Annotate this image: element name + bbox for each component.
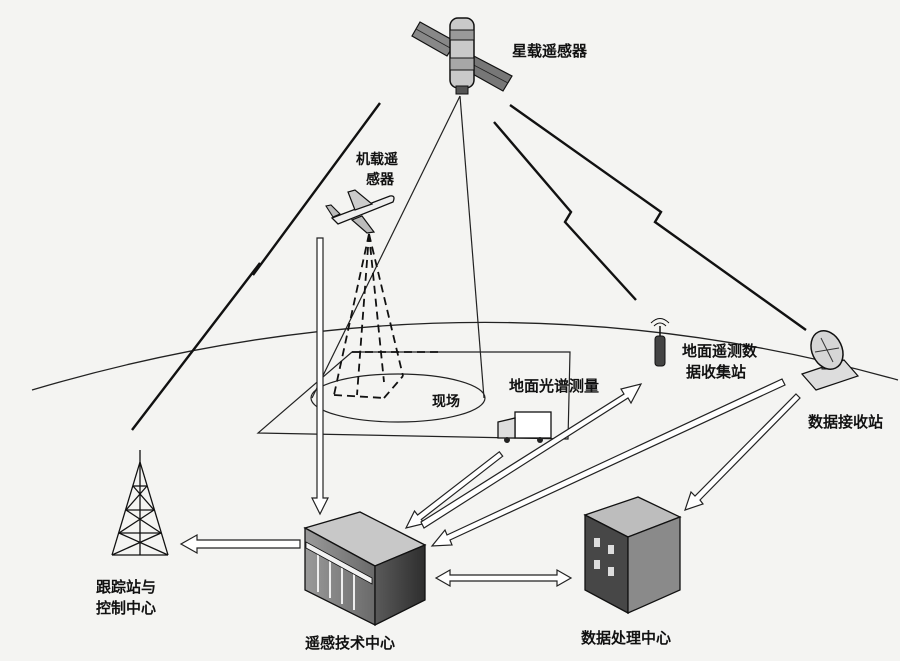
satellite-icon bbox=[411, 17, 513, 95]
link-satellite-to-telemetry-station bbox=[493, 121, 637, 301]
tracking-tower-icon bbox=[111, 450, 169, 556]
site-label: 现场 bbox=[432, 394, 460, 410]
rs-center-building-icon bbox=[303, 511, 427, 627]
aircraft-sensor-label-line2: 感器 bbox=[366, 172, 394, 188]
rs-center-label: 遥感技术中心 bbox=[305, 634, 396, 652]
telemetry-station-label-line2: 据收集站 bbox=[686, 363, 747, 381]
ground-spectral-label: 地面光谱测量 bbox=[509, 377, 600, 395]
telemetry-antenna-icon bbox=[650, 318, 670, 367]
aircraft-sensing-beam bbox=[333, 233, 440, 399]
processing-center-label: 数据处理中心 bbox=[581, 629, 672, 647]
aircraft-sensor-label-line1: 机载遥 bbox=[356, 152, 398, 168]
data-flow-arrows bbox=[179, 237, 801, 588]
satellite-coverage-cone bbox=[310, 95, 486, 423]
processing-center-building-icon bbox=[583, 496, 682, 615]
satellite-dish-icon bbox=[800, 330, 860, 391]
receiving-station-label: 数据接收站 bbox=[808, 413, 884, 431]
arrow-receiving-station-to-rs-center bbox=[430, 378, 786, 547]
tracking-station-label-line1: 跟踪站与 bbox=[96, 578, 157, 596]
truck-icon bbox=[497, 411, 552, 443]
radio-links bbox=[131, 102, 807, 431]
tracking-station-label-line2: 控制中心 bbox=[96, 599, 157, 617]
arrow-ground-spectral-to-rs-center bbox=[404, 450, 504, 529]
telemetry-station-label-line1: 地面遥测数 bbox=[682, 342, 758, 360]
earth-horizon bbox=[31, 321, 899, 391]
aircraft-icon bbox=[325, 189, 395, 234]
arrow-aircraft-to-rs-center bbox=[311, 237, 329, 516]
arrow-rs-center-to-tracking-station bbox=[179, 533, 301, 555]
link-satellite-to-receiving-station bbox=[509, 104, 807, 331]
satellite-sensor-label: 星载遥感器 bbox=[512, 42, 588, 60]
arrow-rs-center-processing-center-bidirectional bbox=[434, 568, 573, 588]
arrow-receiving-station-to-processing-center bbox=[684, 393, 801, 511]
arrow-rs-center-to-telemetry-station bbox=[420, 383, 643, 529]
link-satellite-to-tracking-station bbox=[131, 102, 381, 431]
